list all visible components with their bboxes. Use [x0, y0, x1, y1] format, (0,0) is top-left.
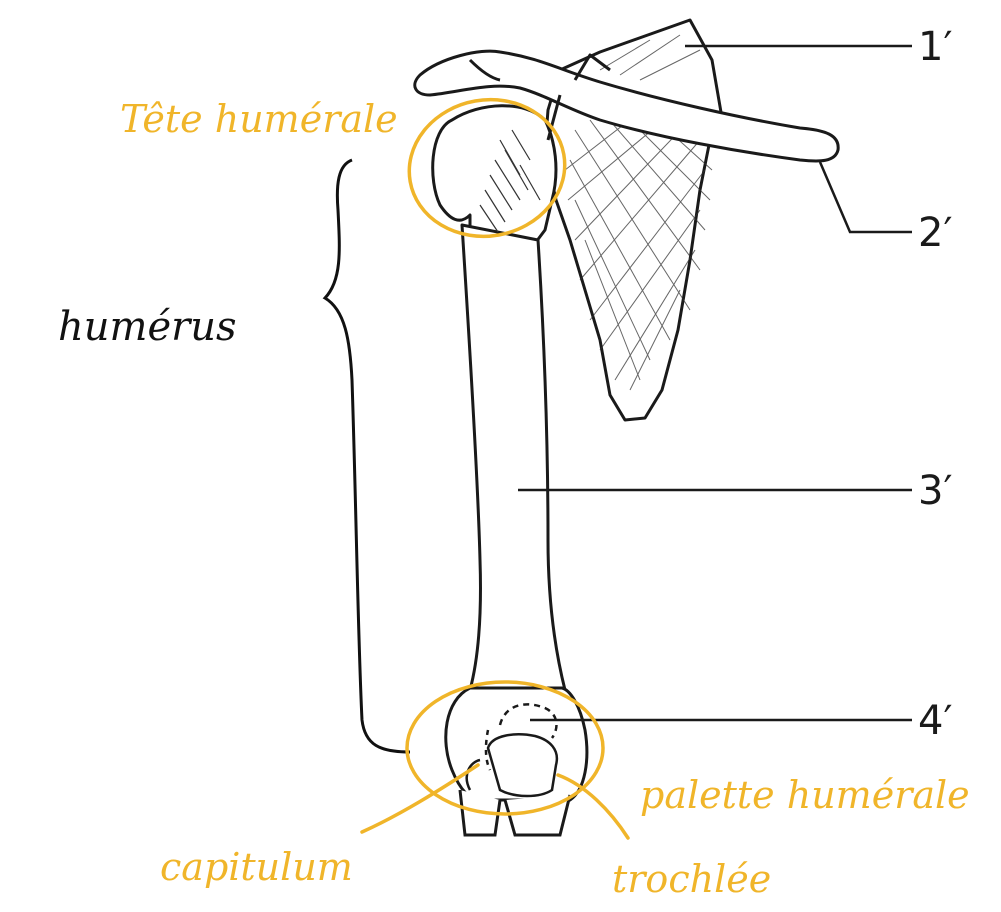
palette-humerale-annotation: palette humérale — [640, 773, 970, 817]
trochlee-annotation: trochlée — [612, 857, 771, 901]
humerus-head-hatching — [479, 129, 541, 233]
humeral-head-circle — [407, 97, 567, 239]
leader-line-2 — [818, 161, 912, 234]
capitulum-arrow — [360, 763, 480, 834]
humerus-bracket — [322, 158, 411, 754]
orange-markup — [360, 97, 630, 840]
label-4: 4′ — [918, 698, 953, 744]
clavicle — [413, 49, 840, 163]
label-3: 3′ — [918, 468, 953, 514]
humerus-annotation: humérus — [58, 304, 237, 350]
capitulum-annotation: capitulum — [160, 845, 353, 889]
label-1: 1′ — [918, 24, 953, 70]
scapula-hatching — [564, 34, 713, 391]
tete-humerale-annotation: Tête humérale — [120, 97, 398, 141]
distal-end-circle — [405, 680, 605, 816]
label-2: 2′ — [918, 210, 953, 256]
trochlea-arrow — [556, 773, 630, 840]
